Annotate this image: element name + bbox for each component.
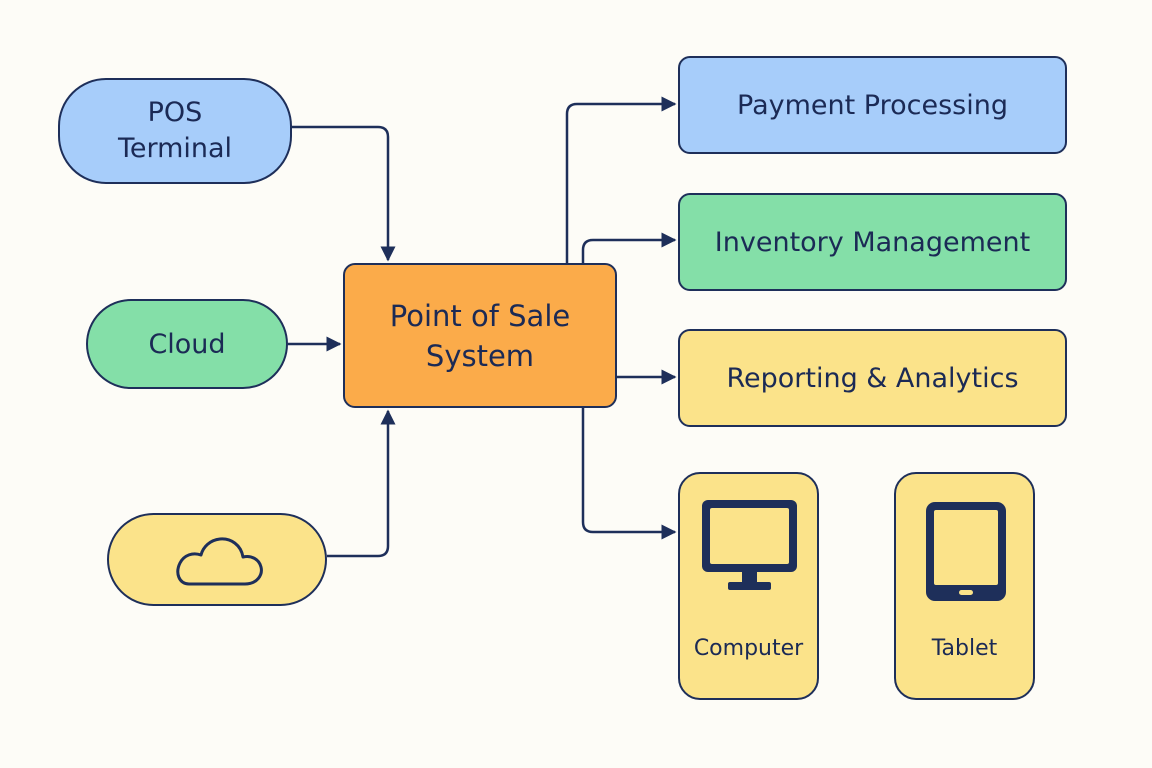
connector-center-to-inventory [581, 232, 677, 263]
pos-terminal-label-line2: Terminal [117, 133, 233, 164]
center-label-line2: System [425, 338, 535, 373]
node-reporting-analytics: Reporting & Analytics [678, 329, 1067, 427]
tablet-icon [926, 502, 1006, 601]
connector-cloudicon-to-center [327, 409, 396, 558]
node-tablet: Tablet [894, 472, 1035, 700]
tablet-label: Tablet [931, 636, 998, 661]
center-label-line1: Point of Sale [389, 298, 571, 333]
connector-center-to-computer [581, 408, 677, 540]
node-cloud-icon [107, 513, 327, 606]
payment-label: Payment Processing [737, 89, 1008, 121]
connector-center-to-payment [565, 96, 677, 263]
node-inventory-management: Inventory Management [678, 193, 1067, 291]
connector-pos-to-center [292, 125, 396, 262]
cloud-label: Cloud [148, 328, 226, 360]
node-cloud: Cloud [86, 299, 288, 389]
node-payment-processing: Payment Processing [678, 56, 1067, 154]
reporting-label: Reporting & Analytics [726, 362, 1019, 394]
node-pos-terminal: POS Terminal [58, 78, 292, 184]
inventory-label: Inventory Management [714, 226, 1031, 258]
monitor-icon [702, 500, 797, 590]
node-point-of-sale-system: Point of Sale System [343, 263, 617, 408]
node-computer: Computer [678, 472, 819, 700]
cloud-icon [176, 536, 263, 585]
computer-label: Computer [693, 636, 804, 661]
pos-terminal-label-line1: POS [147, 97, 203, 128]
